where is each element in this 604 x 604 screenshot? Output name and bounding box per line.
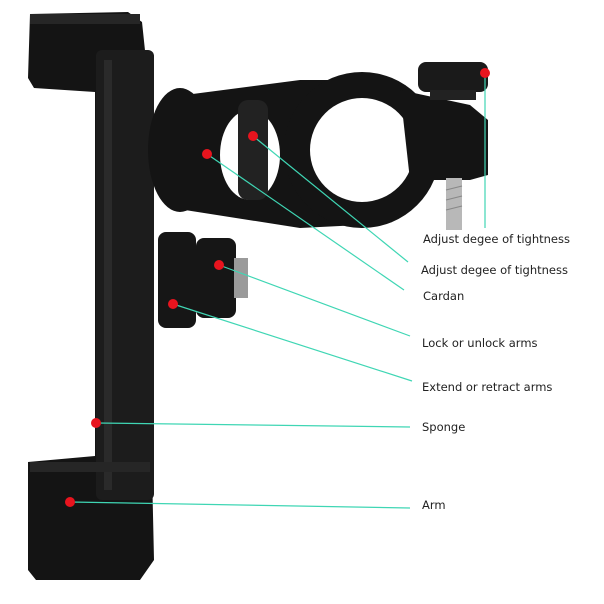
label-arm: Arm — [422, 498, 446, 512]
label-cardan: Cardan — [423, 289, 465, 303]
marker-dot — [168, 299, 178, 309]
label-lock-unlock: Lock or unlock arms — [422, 336, 538, 350]
lower-knobs — [158, 232, 248, 328]
label-extend-retract: Extend or retract arms — [422, 380, 553, 394]
marker-dot — [91, 418, 101, 428]
marker-dot — [214, 260, 224, 270]
cardan-arm — [148, 72, 488, 228]
marker-dot — [480, 68, 490, 78]
marker-dots — [65, 68, 490, 507]
marker-dot — [248, 131, 258, 141]
top-knob — [418, 62, 488, 230]
phone-holder-body — [28, 12, 154, 580]
label-sponge: Sponge — [422, 420, 466, 434]
label-adjust-tightness-top: Adjust degee of tightness — [423, 232, 570, 246]
label-adjust-tightness-mid: Adjust degee of tightness — [421, 263, 568, 277]
leader-lines — [69, 73, 486, 509]
marker-dot — [65, 497, 75, 507]
marker-dot — [202, 149, 212, 159]
